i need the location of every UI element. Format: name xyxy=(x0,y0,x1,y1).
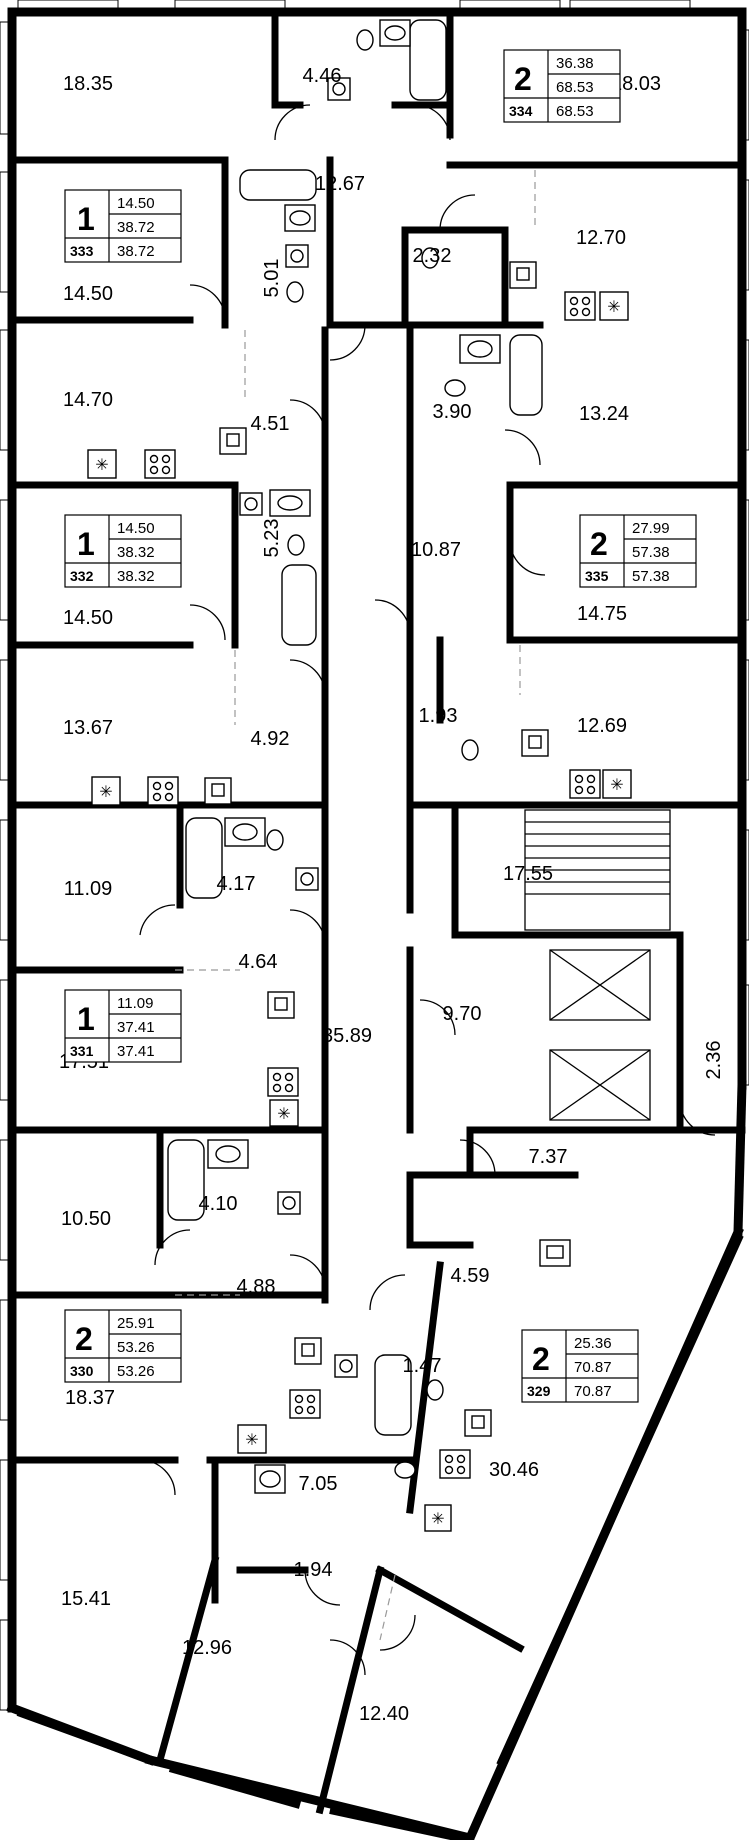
apartment-rooms: 1 xyxy=(77,1001,95,1037)
room-area: 14.70 xyxy=(63,389,113,411)
room-area: 12.67 xyxy=(315,173,365,195)
room-area: 18.35 xyxy=(63,73,113,95)
svg-text:✳: ✳ xyxy=(431,1509,444,1528)
apartment-total-area: 38.72 xyxy=(117,219,155,236)
apartment-living-area: 25.36 xyxy=(574,1335,612,1352)
apartment-living-area: 11.09 xyxy=(117,995,153,1012)
apartment-rooms: 2 xyxy=(590,526,608,562)
room-area: 4.64 xyxy=(239,951,278,973)
room-area: 12.40 xyxy=(359,1703,409,1725)
svg-text:✳: ✳ xyxy=(245,1430,258,1449)
outer-walls xyxy=(6,7,747,1840)
room-area: 4.59 xyxy=(451,1265,490,1287)
room-area: 2.36 xyxy=(703,1041,725,1080)
apartment-living-area: 36.38 xyxy=(556,55,594,72)
lift-shafts xyxy=(549,949,651,1121)
room-area: 12.96 xyxy=(182,1637,232,1659)
apartment-total-balcony-area: 53.26 xyxy=(117,1363,155,1380)
room-area: 4.10 xyxy=(199,1193,238,1215)
apartment-number: 330 xyxy=(70,1363,94,1379)
apartment-number: 335 xyxy=(585,568,609,584)
apartment-badge: 2 329 25.36 70.87 70.87 xyxy=(521,1329,639,1403)
room-area: 4.88 xyxy=(237,1276,276,1298)
room-area: 13.24 xyxy=(579,403,629,425)
staircase xyxy=(524,809,671,931)
apartment-rooms: 2 xyxy=(75,1321,93,1357)
apartment-total-balcony-area: 68.53 xyxy=(556,103,594,120)
apartment-badge: 2 335 27.99 57.38 57.38 xyxy=(579,514,697,588)
apartment-badge: 1 333 14.50 38.72 38.72 xyxy=(64,189,182,263)
room-area: 17.55 xyxy=(503,863,553,885)
room-area: 5.23 xyxy=(261,519,283,558)
room-area: 7.37 xyxy=(529,1146,568,1168)
apartment-number: 334 xyxy=(509,103,533,119)
room-area: 1.47 xyxy=(403,1355,442,1377)
room-area: 10.50 xyxy=(61,1208,111,1230)
room-area: 4.46 xyxy=(303,65,342,87)
room-area: 4.51 xyxy=(251,413,290,435)
apartment-total-balcony-area: 38.32 xyxy=(117,568,155,585)
room-area: 2.32 xyxy=(413,245,452,267)
room-area: 13.67 xyxy=(63,717,113,739)
apartment-badge: 1 332 14.50 38.32 38.32 xyxy=(64,514,182,588)
svg-text:✳: ✳ xyxy=(277,1104,290,1123)
apartment-badge: 2 330 25.91 53.26 53.26 xyxy=(64,1309,182,1383)
room-area: 10.87 xyxy=(411,539,461,561)
apartment-total-area: 68.53 xyxy=(556,79,594,96)
room-area: 4.92 xyxy=(251,728,290,750)
apartment-number: 331 xyxy=(70,1043,94,1059)
apartment-total-area: 37.41 xyxy=(117,1019,155,1036)
room-area: 3.90 xyxy=(433,401,472,423)
room-area: 14.75 xyxy=(577,603,627,625)
apartment-badge: 1 331 11.09 37.41 37.41 xyxy=(64,989,182,1063)
room-area: 12.70 xyxy=(576,227,626,249)
apartment-number: 332 xyxy=(70,568,94,584)
room-area: 1.93 xyxy=(419,705,458,727)
room-area: 5.01 xyxy=(261,259,283,298)
svg-text:✳: ✳ xyxy=(95,455,108,474)
apartment-rooms: 1 xyxy=(77,526,95,562)
apartment-number: 333 xyxy=(70,243,94,259)
apartment-living-area: 14.50 xyxy=(117,520,155,537)
apartment-rooms: 1 xyxy=(77,201,95,237)
zone-dividers xyxy=(175,170,536,1641)
apartment-total-area: 57.38 xyxy=(632,544,670,561)
kitchen-fixtures: ✳ ✳ ✳ ✳ ✳ ✳ ✳ xyxy=(87,261,632,1532)
apartment-total-area: 70.87 xyxy=(574,1359,612,1376)
apartment-rooms: 2 xyxy=(514,61,532,97)
room-area: 18.37 xyxy=(65,1387,115,1409)
apartment-rooms: 2 xyxy=(532,1341,550,1377)
bathroom-fixtures xyxy=(167,19,543,1494)
apartment-living-area: 14.50 xyxy=(117,195,155,212)
apartment-total-area: 38.32 xyxy=(117,544,155,561)
room-area: 1.94 xyxy=(294,1559,333,1581)
apartment-living-area: 25.91 xyxy=(117,1315,155,1332)
apartment-total-balcony-area: 37.41 xyxy=(117,1043,155,1060)
room-area: 12.69 xyxy=(577,715,627,737)
apartment-number: 329 xyxy=(527,1383,551,1399)
room-area: 11.09 xyxy=(64,878,113,900)
apartment-total-balcony-area: 57.38 xyxy=(632,568,670,585)
door-swings xyxy=(139,104,716,1676)
svg-text:✳: ✳ xyxy=(610,775,623,794)
apartment-total-balcony-area: 70.87 xyxy=(574,1383,612,1400)
room-area: 18.03 xyxy=(611,73,661,95)
room-area: 4.17 xyxy=(217,873,256,895)
apartment-total-balcony-area: 38.72 xyxy=(117,243,155,260)
room-area: 9.70 xyxy=(443,1003,482,1025)
room-area: 30.46 xyxy=(489,1459,539,1481)
apartment-badge: 2 334 36.38 68.53 68.53 xyxy=(503,49,621,123)
room-area: 15.41 xyxy=(61,1588,111,1610)
svg-text:✳: ✳ xyxy=(99,782,112,801)
interior-walls-core xyxy=(271,14,746,1514)
room-area: 35.89 xyxy=(322,1025,372,1047)
svg-text:✳: ✳ xyxy=(607,297,620,316)
apartment-living-area: 27.99 xyxy=(632,520,670,537)
room-areas: 18.35 4.46 18.03 12.67 14.50 5.01 2.32 1… xyxy=(59,65,725,1725)
room-area: 7.05 xyxy=(299,1473,338,1495)
room-area: 14.50 xyxy=(63,283,113,305)
room-area: 14.50 xyxy=(63,607,113,629)
apartment-total-area: 53.26 xyxy=(117,1339,155,1356)
